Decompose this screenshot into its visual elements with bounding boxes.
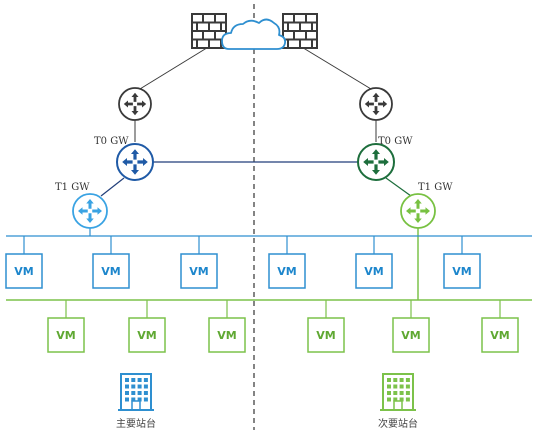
- green-vm-label: VM: [401, 329, 420, 342]
- blue-vm-label: VM: [364, 265, 383, 278]
- green-vm-box-frame: [392, 317, 430, 353]
- green-vm-box-frame: [47, 317, 85, 353]
- blue-vm-box-frame: [5, 253, 43, 289]
- blue-vm-label: VM: [101, 265, 120, 278]
- green-vm-box[interactable]: VM: [47, 317, 85, 353]
- green-vm-label: VM: [490, 329, 509, 342]
- t1-gateway-left-icon: [72, 193, 108, 229]
- green-vm-label: VM: [217, 329, 236, 342]
- green-vm-box[interactable]: VM: [307, 317, 345, 353]
- blue-vm-box[interactable]: VM: [355, 253, 393, 289]
- green-vm-box[interactable]: VM: [481, 317, 519, 353]
- green-vm-box-frame: [128, 317, 166, 353]
- link-t0-t1-left: [100, 177, 125, 197]
- green-vm-box[interactable]: VM: [208, 317, 246, 353]
- blue-vm-label: VM: [452, 265, 471, 278]
- blue-vm-box[interactable]: VM: [268, 253, 306, 289]
- t0-gateway-left-icon: [116, 143, 154, 181]
- link-t0-t1-right: [385, 177, 412, 197]
- link-fw-left-router: [134, 45, 211, 93]
- blue-vm-box-frame: [443, 253, 481, 289]
- firewall-left-icon: [191, 13, 227, 49]
- green-vm-box[interactable]: VM: [128, 317, 166, 353]
- t1-gw-right-label: T1 GW: [418, 182, 453, 193]
- blue-vm-box-frame: [268, 253, 306, 289]
- cloud-icon: [221, 18, 287, 50]
- edge-router-right-icon: [359, 87, 393, 121]
- t0-gateway-right-icon: [357, 143, 395, 181]
- blue-vm-box[interactable]: VM: [5, 253, 43, 289]
- green-vm-label: VM: [316, 329, 335, 342]
- blue-vm-row: VM VM VM VM VM VM: [5, 236, 481, 289]
- blue-vm-box-frame: [355, 253, 393, 289]
- link-fw-right-router: [299, 45, 377, 93]
- edge-router-left-icon: [118, 87, 152, 121]
- green-vm-box[interactable]: VM: [392, 317, 430, 353]
- blue-vm-box-frame: [92, 253, 130, 289]
- secondary-site-label: 次要站台: [378, 417, 418, 430]
- green-vm-box-frame: [481, 317, 519, 353]
- t0-gw-right-label: T0 GW: [378, 136, 413, 147]
- primary-site-label: 主要站台: [116, 417, 156, 430]
- green-vm-row: VM VM VM VM VM VM: [47, 300, 519, 353]
- blue-vm-box[interactable]: VM: [443, 253, 481, 289]
- secondary-site-building-icon: [380, 373, 416, 411]
- blue-vm-label: VM: [14, 265, 33, 278]
- green-vm-box-frame: [208, 317, 246, 353]
- t1-gateway-right-icon: [400, 193, 436, 229]
- blue-vm-box-frame: [180, 253, 218, 289]
- t1-gw-left-label: T1 GW: [55, 182, 90, 193]
- green-vm-box-frame: [307, 317, 345, 353]
- blue-vm-label: VM: [277, 265, 296, 278]
- blue-vm-box[interactable]: VM: [92, 253, 130, 289]
- green-vm-label: VM: [137, 329, 156, 342]
- green-vm-label: VM: [56, 329, 75, 342]
- blue-vm-label: VM: [189, 265, 208, 278]
- blue-vm-box[interactable]: VM: [180, 253, 218, 289]
- primary-site-building-icon: [118, 373, 154, 411]
- firewall-right-icon: [282, 13, 318, 49]
- t0-gw-left-label: T0 GW: [94, 136, 129, 147]
